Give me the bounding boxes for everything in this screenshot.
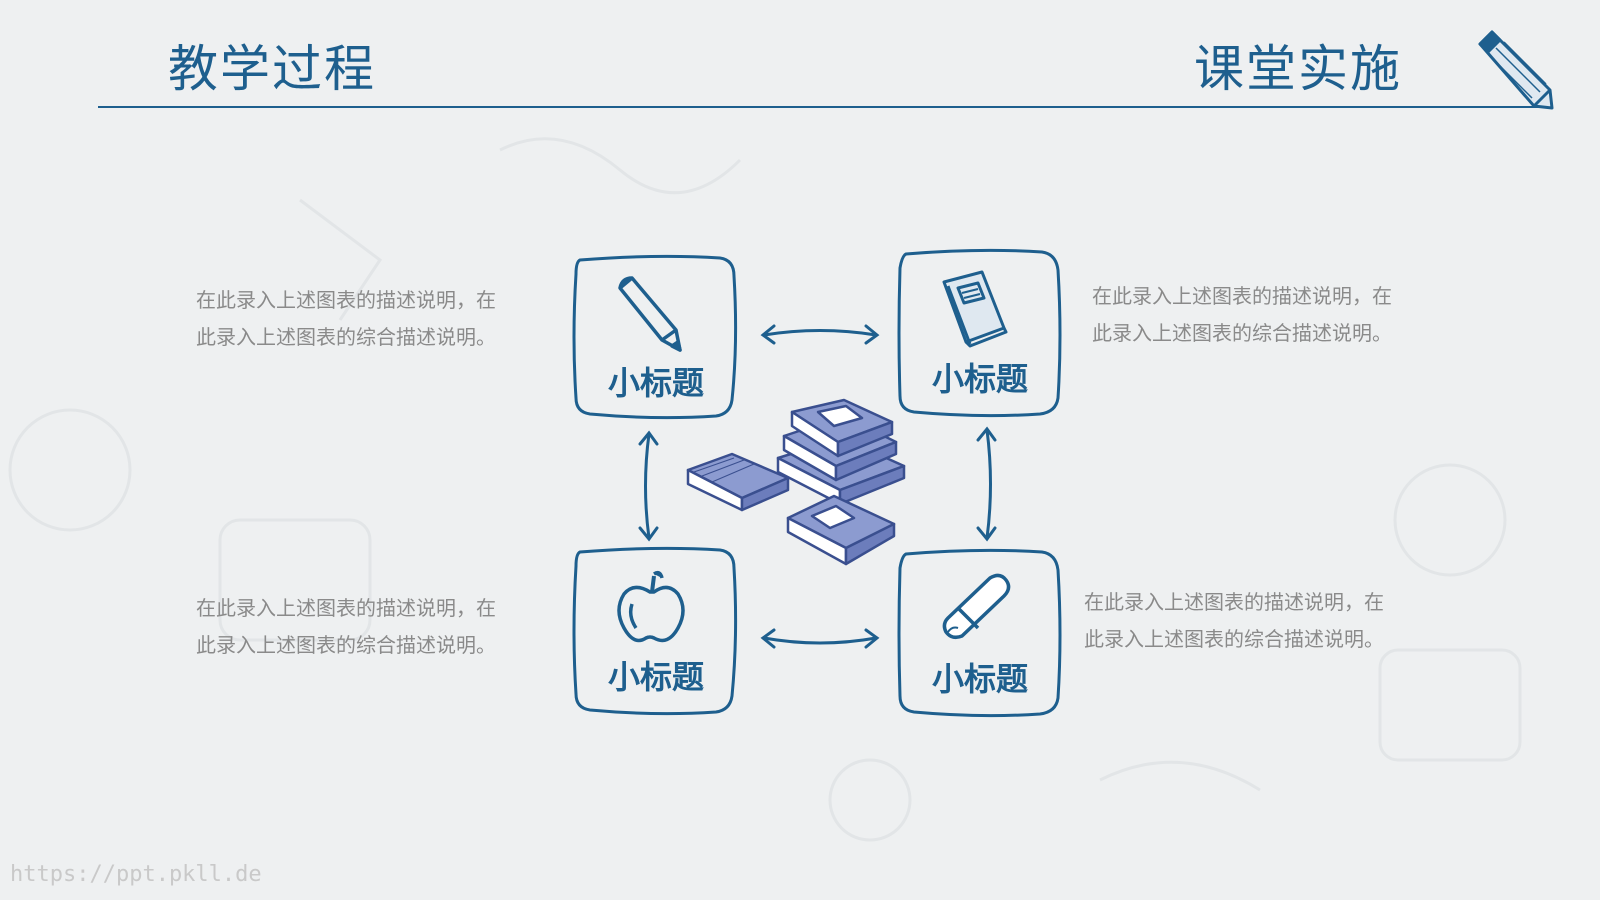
- arrow-right-vertical-icon: [976, 426, 997, 542]
- page-title: 教学过程: [168, 40, 376, 98]
- description-line: 此录入上述图表的综合描述说明。: [1084, 627, 1384, 651]
- description-line: 在此录入上述图表的描述说明，在: [1084, 590, 1384, 614]
- description-line: 在此录入上述图表的描述说明，在: [196, 596, 496, 620]
- eraser-icon: [942, 573, 1011, 640]
- arrow-bottom-horizontal-icon: [760, 628, 880, 649]
- pencil-icon: [618, 276, 682, 352]
- description-line: 此录入上述图表的综合描述说明。: [196, 325, 496, 349]
- watermark-url: https://ppt.pkll.de: [10, 862, 262, 887]
- card-frame: [572, 546, 738, 716]
- description-line: 此录入上述图表的综合描述说明。: [1092, 321, 1392, 345]
- card-frame: [897, 548, 1062, 718]
- card-frame: [572, 254, 738, 420]
- header-divider: [98, 106, 1550, 108]
- description-line: 此录入上述图表的综合描述说明。: [196, 633, 496, 657]
- description-line: 在此录入上述图表的描述说明，在: [1092, 284, 1392, 308]
- arrow-top-horizontal-icon: [760, 324, 880, 345]
- pencil-decoration-icon: [1478, 30, 1554, 110]
- description-bottom-right: 在此录入上述图表的描述说明，在 此录入上述图表的综合描述说明。: [1084, 584, 1444, 658]
- card-bottom-right[interactable]: 小标题: [894, 548, 1066, 720]
- card-top-left[interactable]: 小标题: [570, 252, 742, 424]
- card-title: 小标题: [931, 660, 1028, 698]
- apple-icon: [617, 570, 685, 643]
- description-top-left: 在此录入上述图表的描述说明，在 此录入上述图表的综合描述说明。: [196, 282, 556, 356]
- card-title: 小标题: [607, 364, 704, 402]
- card-bottom-left[interactable]: 小标题: [570, 546, 742, 718]
- book-icon: [942, 270, 1008, 348]
- card-top-right[interactable]: 小标题: [894, 248, 1066, 420]
- description-top-right: 在此录入上述图表的描述说明，在 此录入上述图表的综合描述说明。: [1092, 278, 1452, 352]
- description-bottom-left: 在此录入上述图表的描述说明，在 此录入上述图表的综合描述说明。: [196, 590, 556, 664]
- books-stack-icon: [686, 398, 906, 566]
- card-frame: [897, 248, 1062, 418]
- card-title: 小标题: [931, 360, 1028, 398]
- section-title: 课堂实施: [1194, 40, 1402, 98]
- description-line: 在此录入上述图表的描述说明，在: [196, 288, 496, 312]
- arrow-left-vertical-icon: [638, 430, 659, 542]
- card-title: 小标题: [607, 658, 704, 696]
